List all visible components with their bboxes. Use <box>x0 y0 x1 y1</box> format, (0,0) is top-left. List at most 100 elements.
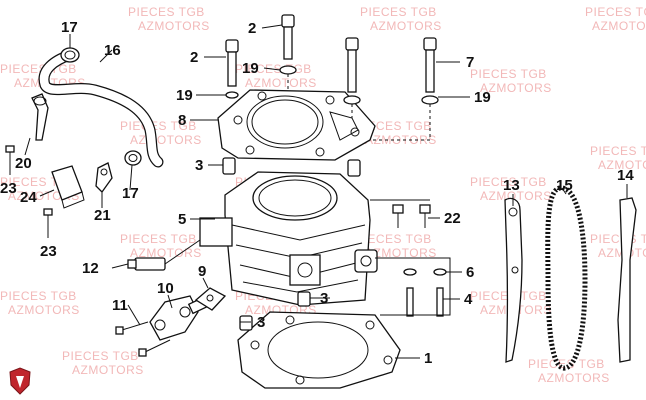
callout-23: 23 <box>0 180 17 197</box>
watermark-text: PIECES TGB <box>590 144 646 158</box>
tensioner-gasket <box>194 287 227 311</box>
callout-8: 8 <box>178 112 186 129</box>
watermark-text: PIECES TGB <box>62 349 139 363</box>
hose-bracket <box>31 93 49 141</box>
guide-line <box>370 104 431 141</box>
watermark-text: AZMOTORS <box>365 246 437 260</box>
watermark-text: PIECES TGB <box>470 67 547 81</box>
callout-15: 15 <box>556 177 573 194</box>
callout-21: 21 <box>94 207 111 224</box>
flange-bolt <box>419 204 431 228</box>
washer <box>433 268 447 276</box>
watermark-text: AZMOTORS <box>480 81 552 95</box>
screw <box>43 208 53 238</box>
dowel-pin <box>239 315 253 331</box>
dowel-pin <box>222 157 236 175</box>
tgb-shield-icon <box>9 367 31 395</box>
watermark-text: AZMOTORS <box>130 246 202 260</box>
dowel-pin <box>347 159 361 177</box>
callout-3: 3 <box>320 290 328 307</box>
callout-2: 2 <box>190 49 198 66</box>
callout-16: 16 <box>104 42 121 59</box>
rubber-block <box>51 165 85 209</box>
cylinder-head-gasket <box>217 89 376 161</box>
callout-14: 14 <box>617 167 634 184</box>
screw <box>5 145 15 175</box>
watermark-text: AZMOTORS <box>8 303 80 317</box>
watermark-text: AZMOTORS <box>592 19 646 33</box>
long-bolt <box>345 37 359 93</box>
hose-clip <box>95 162 113 194</box>
callout-7: 7 <box>466 54 474 71</box>
washer <box>225 91 239 99</box>
chain-guide-fixed <box>617 197 637 363</box>
head-bolt <box>225 39 239 87</box>
head-bolt <box>281 14 295 60</box>
watermark-text: AZMOTORS <box>365 133 437 147</box>
stud-bolt <box>436 287 444 317</box>
callout-9: 9 <box>198 263 206 280</box>
breather-hose <box>38 49 164 168</box>
washer <box>343 95 361 105</box>
watermark-text: PIECES TGB <box>590 232 646 246</box>
watermark-text: PIECES TGB <box>0 62 77 76</box>
callout-5: 5 <box>178 211 186 228</box>
stud-bolt <box>406 287 414 317</box>
timing-chain <box>545 185 588 371</box>
callout-6: 6 <box>466 264 474 281</box>
cylinder-base-gasket <box>237 311 401 389</box>
callout-23: 23 <box>40 243 57 260</box>
temperature-sensor <box>127 239 201 271</box>
tensioner-bolt <box>115 321 149 335</box>
washer <box>421 95 439 105</box>
callout-19: 19 <box>242 60 259 77</box>
watermark-text: PIECES TGB <box>120 119 197 133</box>
guide-line <box>375 257 451 316</box>
callout-22: 22 <box>444 210 461 227</box>
callout-11: 11 <box>112 297 128 314</box>
watermark-text: PIECES TGB <box>360 5 437 19</box>
hose-clamp <box>60 47 80 63</box>
washer <box>403 268 417 276</box>
leader-lines <box>24 24 628 359</box>
watermark-text: PIECES TGB <box>585 5 646 19</box>
callout-17: 17 <box>122 185 139 202</box>
callout-13: 13 <box>503 177 520 194</box>
watermark-text: PIECES TGB <box>120 232 197 246</box>
watermark-text: PIECES TGB <box>470 175 547 189</box>
callout-labels: 2 2 19 19 8 3 5 3 3 1 4 6 22 7 19 16 17 … <box>0 19 634 367</box>
watermark-text: AZMOTORS <box>245 76 317 90</box>
cylinder-block <box>199 171 378 306</box>
watermark-text: AZMOTORS <box>598 158 646 172</box>
watermark-text: PIECES TGB <box>128 5 205 19</box>
callout-24: 24 <box>20 189 37 206</box>
long-bolt <box>423 37 437 93</box>
callout-12: 12 <box>82 260 99 277</box>
watermark-text: AZMOTORS <box>138 19 210 33</box>
dowel-pin <box>297 291 311 307</box>
callout-19: 19 <box>474 89 491 106</box>
watermark-text: AZMOTORS <box>130 133 202 147</box>
callout-19: 19 <box>176 87 193 104</box>
callout-2: 2 <box>248 20 256 37</box>
callout-20: 20 <box>15 155 32 172</box>
callout-3: 3 <box>257 314 265 331</box>
watermark-text: PIECES TGB <box>528 357 605 371</box>
callout-1: 1 <box>424 350 432 367</box>
watermark-text: AZMOTORS <box>538 371 610 385</box>
callout-17: 17 <box>61 19 78 36</box>
flange-bolt <box>392 204 404 228</box>
watermark-text: AZMOTORS <box>72 363 144 377</box>
watermark-text: PIECES TGB <box>0 289 77 303</box>
tensioner-bolt <box>138 339 171 357</box>
chain-guide <box>504 197 523 363</box>
callout-4: 4 <box>464 291 473 308</box>
hose-clamp <box>124 150 142 166</box>
callout-3: 3 <box>195 157 203 174</box>
washer <box>279 65 297 75</box>
watermark-text: AZMOTORS <box>480 189 552 203</box>
callout-10: 10 <box>157 280 174 297</box>
watermark-text: AZMOTORS <box>370 19 442 33</box>
